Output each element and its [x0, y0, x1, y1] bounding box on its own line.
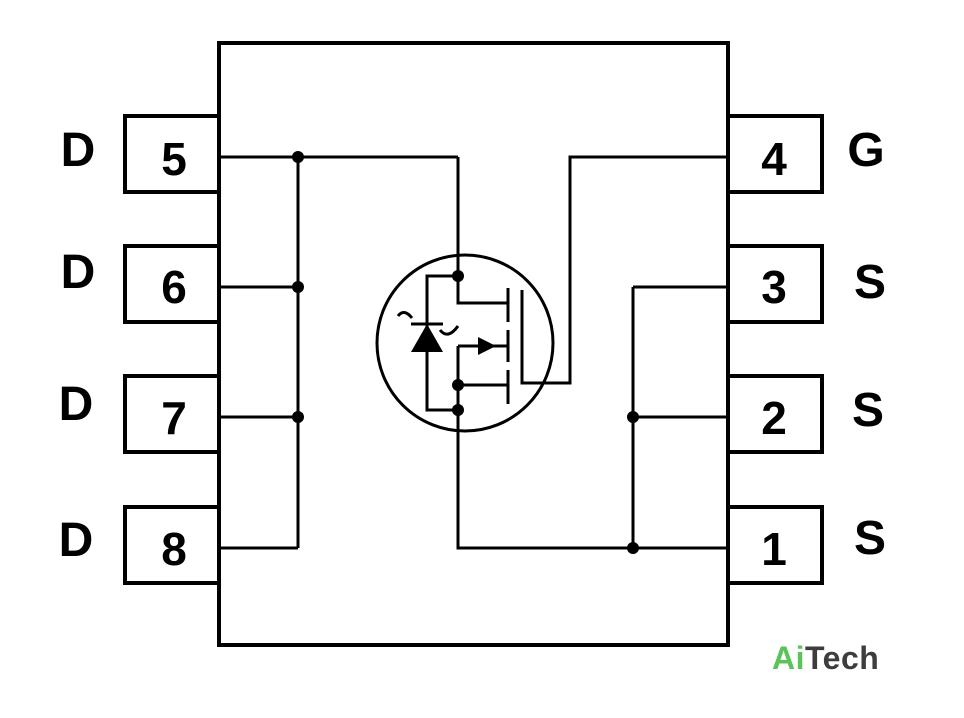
drain-net: [219, 155, 460, 550]
pin-4-pad: [726, 114, 824, 194]
mosfet-junction-drain: [452, 270, 464, 282]
pin-5-pad: [123, 114, 221, 194]
pin-7: 7 D: [59, 374, 221, 454]
body-arrow: [478, 337, 496, 355]
mosfet-symbol: [375, 253, 555, 433]
pin-2-number: 2: [761, 392, 787, 444]
pin-3-number: 3: [761, 261, 787, 313]
pin-4-number: 4: [761, 133, 787, 185]
source-junction-2: [627, 411, 639, 423]
source-junction-1: [627, 542, 639, 554]
mosfet-envelope: [375, 253, 555, 433]
pin-8-pad: [123, 505, 221, 585]
mosfet-junction-source: [452, 404, 464, 416]
diode-curl: [396, 311, 460, 336]
pin-8-label: D: [59, 514, 94, 567]
logo-ai: Ai: [772, 640, 805, 676]
pin-2-pad: [726, 374, 824, 454]
pin-1-number: 1: [761, 523, 787, 575]
pin-4: 4 G: [726, 114, 885, 194]
logo-tech: Tech: [805, 640, 880, 676]
drain-junction-7: [292, 411, 304, 423]
pin-5: 5 D: [61, 114, 221, 194]
pin-6-label: D: [61, 246, 96, 299]
mosfet-junction-body: [452, 379, 464, 391]
pin-6: 6 D: [61, 244, 221, 324]
gate-wire: [520, 155, 728, 385]
pin-8: 8 D: [59, 505, 221, 585]
drain-junction-5: [292, 151, 304, 163]
pin-5-label: D: [61, 124, 96, 177]
pin-7-label: D: [59, 378, 94, 431]
source-lead: [456, 346, 508, 410]
pin-5-number: 5: [161, 133, 187, 185]
source-return-wire: [456, 410, 728, 550]
pin-8-number: 8: [161, 523, 187, 575]
pin-3: 3 S: [726, 244, 886, 324]
pin-1: 1 S: [726, 505, 886, 585]
pin-1-label: S: [854, 512, 886, 565]
pin-7-pad: [123, 374, 221, 454]
pin-6-pad: [123, 244, 221, 324]
pin-2-label: S: [852, 384, 884, 437]
pin-1-pad: [726, 505, 824, 585]
source-net: [456, 285, 728, 550]
drain-lead: [456, 276, 508, 305]
diode-triangle: [411, 324, 443, 352]
pin-3-pad: [726, 244, 824, 324]
package-body: [217, 41, 730, 647]
pin-4-label: G: [847, 124, 884, 177]
pin-6-number: 6: [161, 261, 187, 313]
pin-3-label: S: [854, 256, 886, 309]
drain-junction-6: [292, 281, 304, 293]
pin-2: 2 S: [726, 374, 884, 454]
pin-7-number: 7: [161, 392, 187, 444]
aitech-logo: AiTech: [772, 640, 879, 677]
